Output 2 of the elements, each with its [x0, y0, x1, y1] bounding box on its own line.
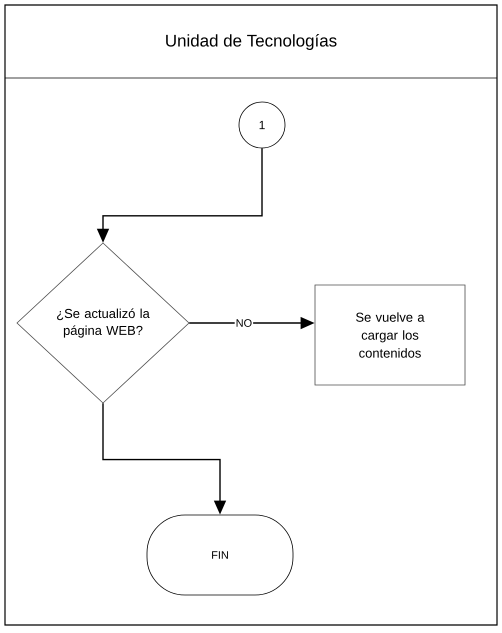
edge-label: NO — [234, 318, 254, 328]
process-box: Se vuelve a cargar los contenidos — [314, 284, 466, 386]
